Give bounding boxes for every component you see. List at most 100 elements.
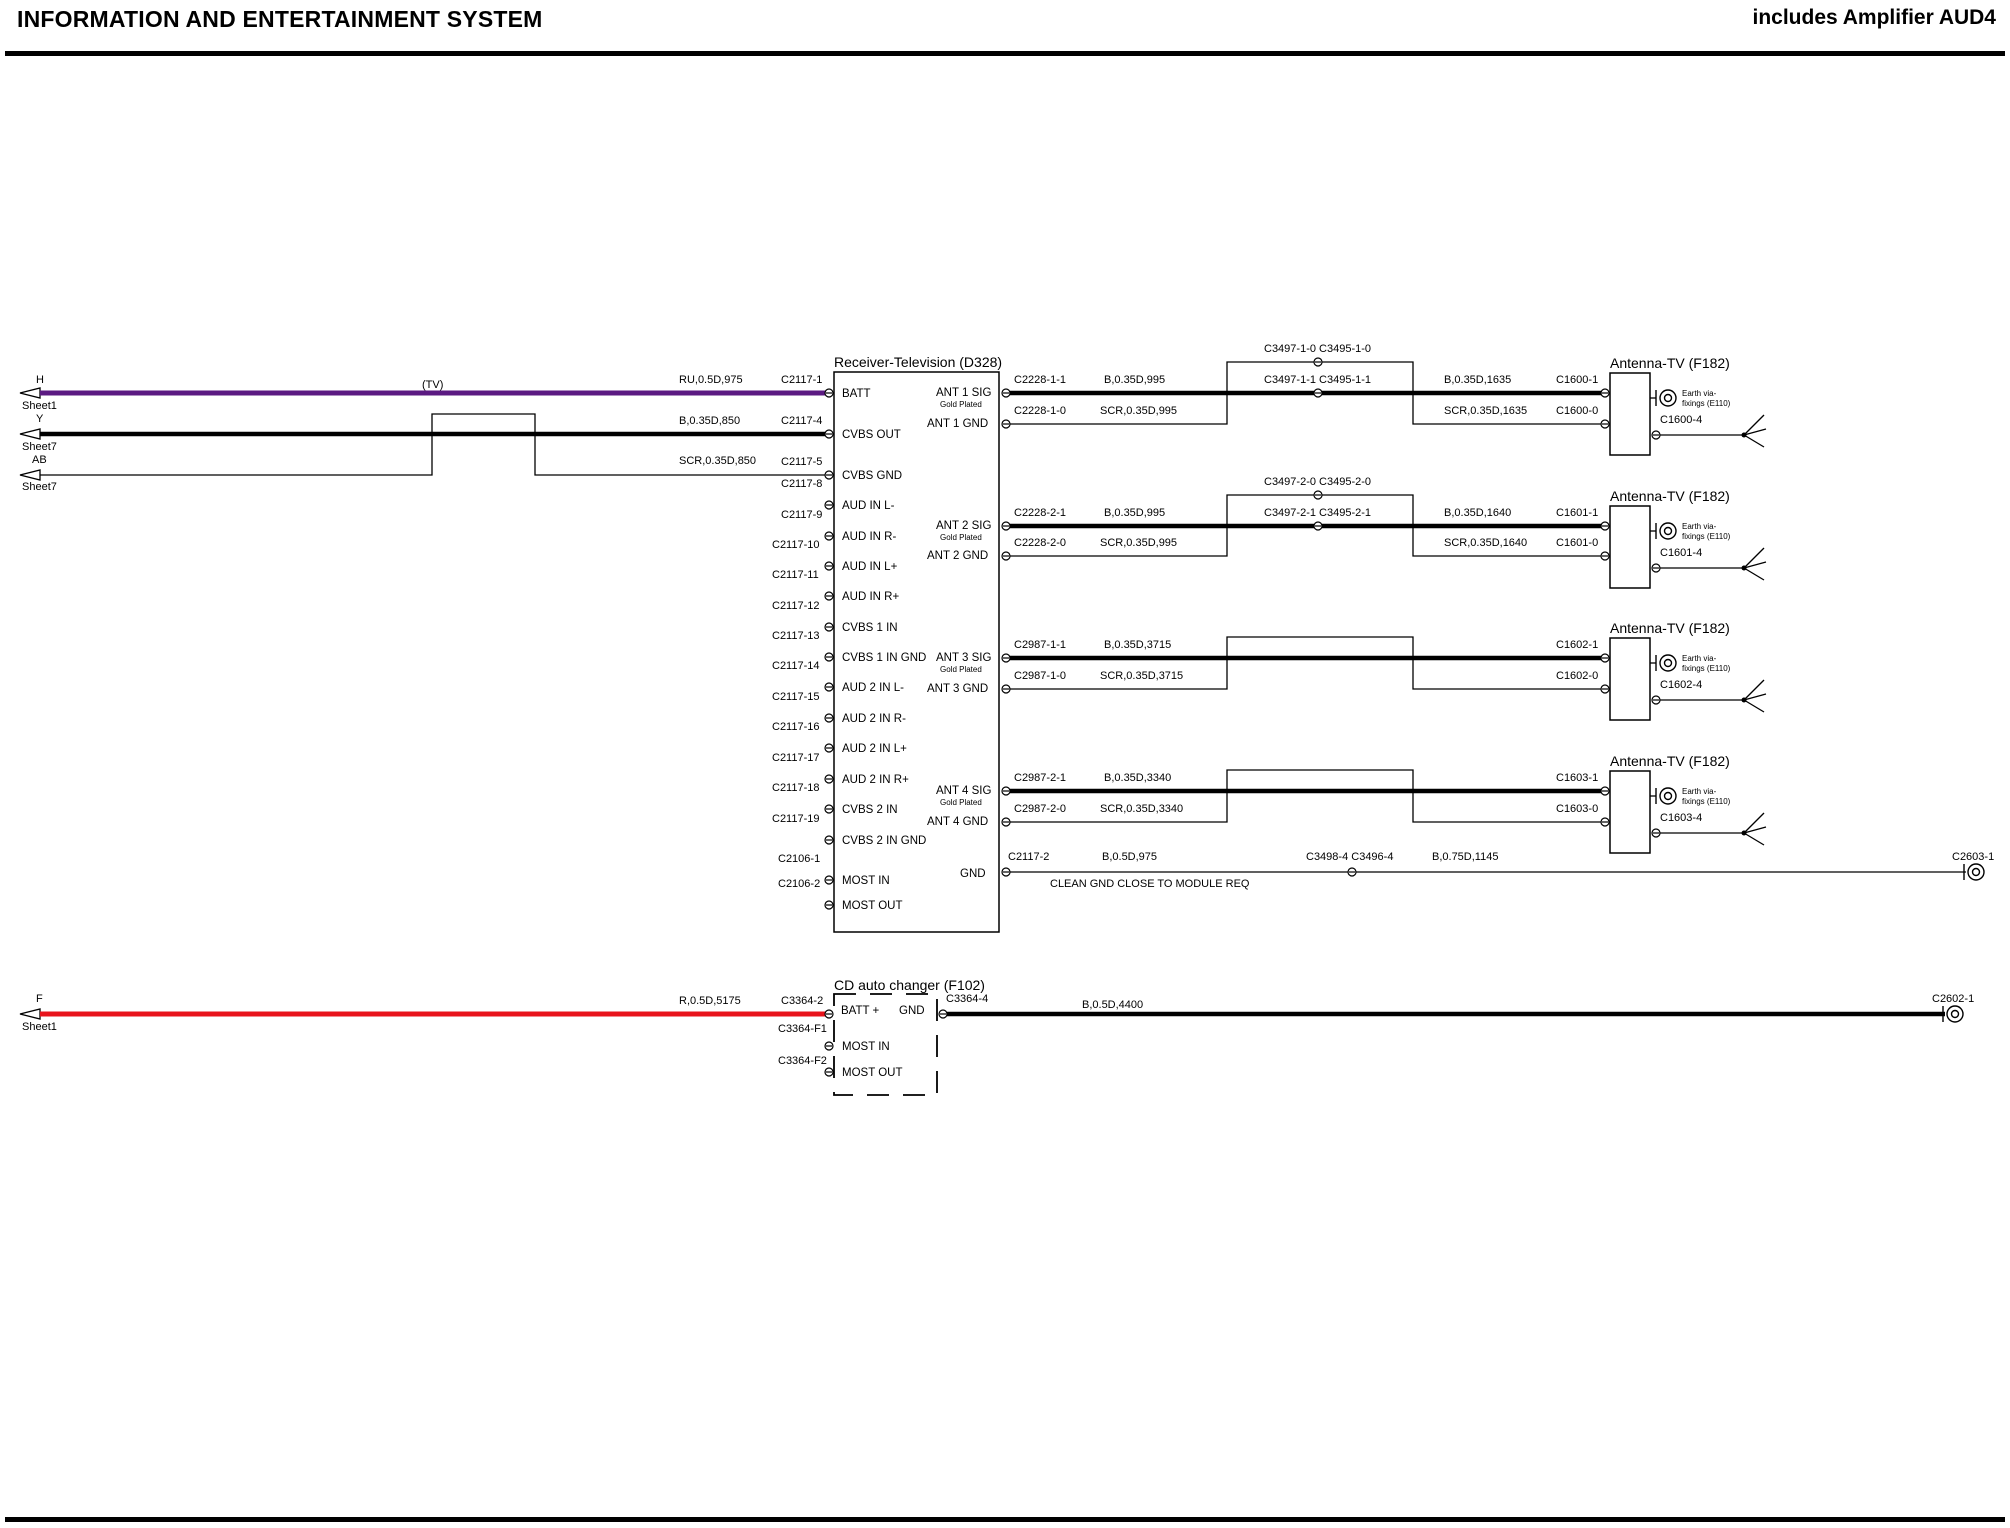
receiver-gnd-pin: GND [960, 868, 986, 880]
ant-gnd-conn: C1601-0 [1556, 537, 1598, 549]
tv-label: (TV) [422, 379, 443, 391]
offsheet-letter: Y [36, 413, 44, 425]
gnd-inline-conn: C3498-4 C3496-4 [1306, 851, 1393, 863]
cd-batt-conn: C3364-2 [781, 995, 823, 1007]
pin-label: BATT [842, 388, 871, 400]
ant-earth-conn: C1601-4 [1660, 547, 1702, 559]
offsheet-letter: AB [32, 454, 47, 466]
gnd-wire-spec: SCR,0.35D,3340 [1100, 803, 1183, 815]
sig-wire-spec: B,0.35D,995 [1104, 507, 1165, 519]
gnd-note: CLEAN GND CLOSE TO MODULE REQ [1050, 878, 1250, 890]
gold-plated-note: Gold Plated [940, 798, 982, 807]
pin-connector: C2117-1 [781, 374, 822, 386]
gnd-conn: C2987-2-0 [1014, 803, 1066, 815]
sig-wire-spec: B,0.35D,995 [1104, 374, 1165, 386]
pin-connector: C2117-4 [781, 415, 822, 427]
pin-label: CVBS 1 IN GND [842, 652, 926, 664]
earth-icon [1650, 787, 1677, 805]
ant-earth-conn: C1602-4 [1660, 679, 1702, 691]
pin-label: AUD 2 IN R+ [842, 774, 909, 786]
pin-connector: C2106-2 [778, 878, 820, 890]
earth-label: Earth via-fixings (E110) [1682, 522, 1731, 541]
cd-pin-conn: C3364-F1 [778, 1023, 827, 1035]
cd-gnd-end-conn: C2602-1 [1932, 993, 1974, 1005]
antenna-box [1609, 372, 1651, 456]
antenna-title: Antenna-TV (F182) [1610, 620, 1730, 636]
pin-label: CVBS GND [842, 470, 902, 482]
cd-gnd-wire-spec: B,0.5D,4400 [1082, 999, 1143, 1011]
pin-label: AUD IN R- [842, 531, 896, 543]
earth-icon [1650, 654, 1677, 672]
sig-conn: C2987-2-1 [1014, 772, 1066, 784]
offsheet-sheet: Sheet7 [22, 441, 57, 453]
earth-label: Earth via-fixings (E110) [1682, 787, 1731, 806]
pin-connector: C2117-19 [772, 813, 820, 825]
inline-top-conn: C3497-1-0 C3495-1-0 [1264, 343, 1371, 355]
pin-label: CVBS OUT [842, 429, 901, 441]
ant-sig-pin: ANT 4 SIG [936, 785, 991, 797]
sig-wire-spec: B,0.35D,3340 [1104, 772, 1171, 784]
cd-gnd-pin: GND [899, 1005, 925, 1017]
inline-sig-conn: C3497-1-1 C3495-1-1 [1264, 374, 1371, 386]
pin-connector: C2117-13 [772, 630, 820, 642]
pin-label: AUD IN R+ [842, 591, 899, 603]
earth-icon [1942, 1005, 1964, 1023]
gnd-conn: C2117-2 [1008, 851, 1049, 863]
antenna-box [1609, 505, 1651, 589]
sig-conn: C2228-1-1 [1014, 374, 1066, 386]
gnd-conn: C2987-1-0 [1014, 670, 1066, 682]
pin-connector: C2117-15 [772, 691, 820, 703]
sig-conn: C2228-2-1 [1014, 507, 1066, 519]
pin-connector: C2117-12 [772, 600, 820, 612]
gnd-conn: C2228-1-0 [1014, 405, 1066, 417]
pin-connector: C2106-1 [778, 853, 820, 865]
antenna-box [1609, 770, 1651, 854]
earth-icon [1650, 522, 1677, 540]
gnd-wire-spec: B,0.5D,975 [1102, 851, 1157, 863]
pin-connector: C2117-9 [781, 509, 822, 521]
gnd-wire-spec: SCR,0.35D,995 [1100, 405, 1177, 417]
offsheet-h[interactable]: H Sheet1 [19, 374, 57, 412]
antenna-title: Antenna-TV (F182) [1610, 355, 1730, 371]
earth-label: Earth via-fixings (E110) [1682, 654, 1731, 673]
pin-connector: C2117-5 [781, 456, 822, 468]
bottom-divider [5, 1517, 2005, 1522]
cd-title: CD auto changer (F102) [834, 977, 985, 993]
ant-sig-pin: ANT 3 SIG [936, 652, 991, 664]
gnd-end-conn: C2603-1 [1952, 851, 1994, 863]
gnd-wire-spec: SCR,0.35D,995 [1100, 537, 1177, 549]
ant-earth-conn: C1600-4 [1660, 414, 1702, 426]
antenna-box [1609, 637, 1651, 721]
ant-sig-conn: C1600-1 [1556, 374, 1598, 386]
pin-label: AUD IN L+ [842, 561, 898, 573]
wire-spec: SCR,0.35D,850 [679, 455, 756, 467]
pin-label: AUD 2 IN R- [842, 713, 906, 725]
cvbs-gnd-shield [40, 413, 826, 476]
antenna-title: Antenna-TV (F182) [1610, 753, 1730, 769]
ant-gnd-conn: C1600-0 [1556, 405, 1598, 417]
offsheet-y[interactable]: Y Sheet7 [19, 413, 57, 453]
ant-gnd-pin: ANT 4 GND [927, 816, 988, 828]
gold-plated-note: Gold Plated [940, 400, 982, 409]
ant-gnd-pin: ANT 3 GND [927, 683, 988, 695]
ant-gnd-conn: C1602-0 [1556, 670, 1598, 682]
pin-connector: C2117-10 [772, 539, 820, 551]
earth-icon [1650, 389, 1677, 407]
offsheet-ab[interactable]: AB Sheet7 [19, 454, 57, 493]
cd-gnd-conn: C3364-4 [946, 993, 988, 1005]
ant-sig-conn: C1601-1 [1556, 507, 1598, 519]
pin-connector: C2117-11 [772, 569, 819, 581]
offsheet-sheet: Sheet1 [22, 400, 57, 412]
earth-icon [1963, 863, 1985, 881]
offsheet-sheet: Sheet7 [22, 481, 57, 493]
pin-connector: C2117-18 [772, 782, 820, 794]
cd-pin-label: MOST IN [842, 1041, 890, 1053]
offsheet-f[interactable]: F Sheet1 [19, 993, 57, 1033]
receiver-television-box [833, 371, 1000, 933]
pin-label: AUD 2 IN L+ [842, 743, 907, 755]
earth-label: Earth via-fixings (E110) [1682, 389, 1731, 408]
